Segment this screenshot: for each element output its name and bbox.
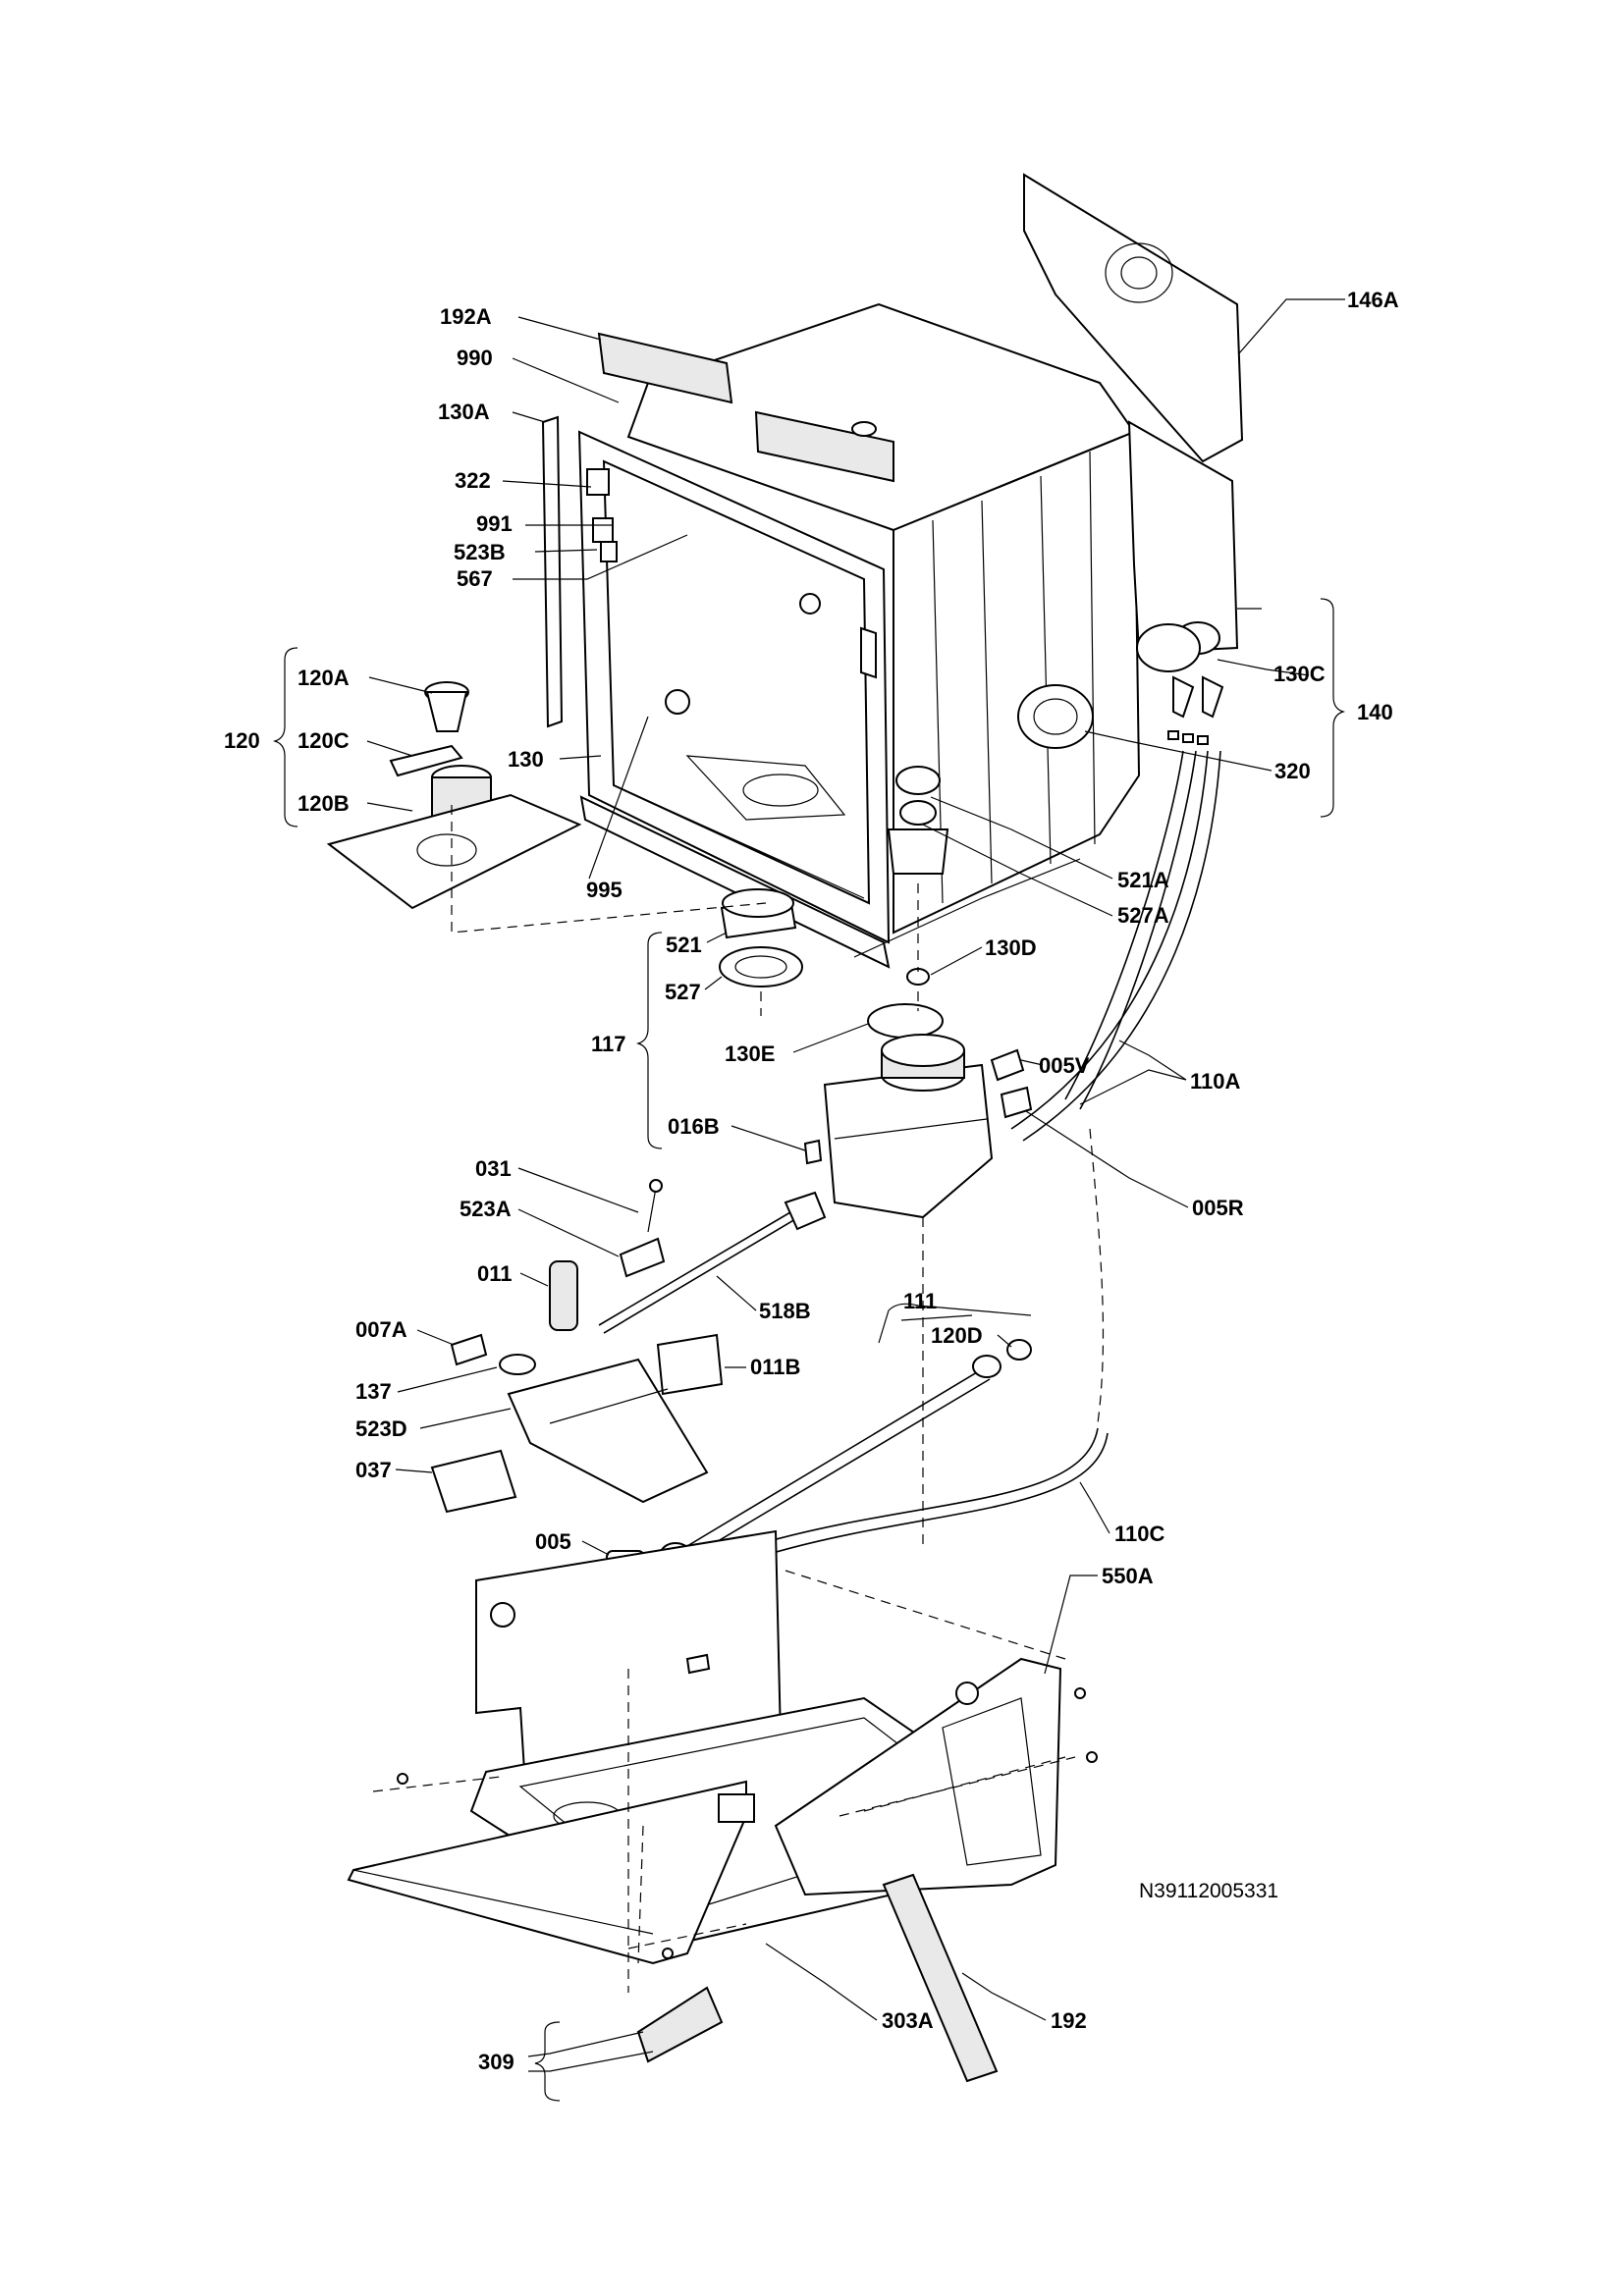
label-192: 192 xyxy=(1051,2008,1087,2033)
label-120: 120 xyxy=(224,728,260,753)
tub-assembly xyxy=(541,302,1141,969)
label-130E: 130E xyxy=(725,1041,775,1066)
label-990: 990 xyxy=(457,346,493,370)
sump-group-117 xyxy=(719,888,1033,1219)
leader-lines xyxy=(366,298,1345,2072)
label-031: 031 xyxy=(475,1156,512,1181)
side-panel-146A xyxy=(1023,173,1244,463)
part-labels: 146A 192A 990 130A 322 991 523B 567 130C… xyxy=(224,288,1399,2074)
group-braces xyxy=(272,598,1346,2102)
label-523A: 523A xyxy=(460,1197,512,1221)
label-140: 140 xyxy=(1357,700,1393,724)
label-523B: 523B xyxy=(454,540,506,564)
label-518B: 518B xyxy=(759,1299,811,1323)
assembly-guide-lines xyxy=(451,805,924,1993)
label-130A: 130A xyxy=(438,400,490,424)
label-130C: 130C xyxy=(1273,662,1326,686)
label-011B: 011B xyxy=(750,1355,800,1379)
label-016B: 016B xyxy=(668,1114,720,1139)
label-527: 527 xyxy=(665,980,701,1004)
label-111: 111 xyxy=(903,1289,937,1313)
label-130D: 130D xyxy=(985,935,1037,960)
air-break-140 xyxy=(1127,420,1239,745)
label-146A: 146A xyxy=(1347,288,1399,312)
label-120D: 120D xyxy=(931,1323,983,1348)
drawing-number: N39112005331 xyxy=(1139,1880,1278,1902)
label-303A: 303A xyxy=(882,2008,934,2033)
label-309: 309 xyxy=(478,2050,514,2074)
label-550A: 550A xyxy=(1102,1564,1154,1588)
label-322: 322 xyxy=(455,468,491,493)
label-521A: 521A xyxy=(1117,868,1169,892)
label-991: 991 xyxy=(476,511,513,536)
base-frame-303A xyxy=(347,1529,1098,2083)
label-523D: 523D xyxy=(355,1416,407,1441)
label-320: 320 xyxy=(1274,759,1311,783)
label-137: 137 xyxy=(355,1379,392,1404)
label-007A: 007A xyxy=(355,1317,407,1342)
label-037: 037 xyxy=(355,1458,392,1482)
label-567: 567 xyxy=(457,566,493,591)
label-120B: 120B xyxy=(298,791,350,816)
label-110C: 110C xyxy=(1114,1522,1164,1546)
label-130: 130 xyxy=(508,747,544,772)
label-192A: 192A xyxy=(440,304,492,329)
label-110A: 110A xyxy=(1190,1069,1240,1094)
label-117: 117 xyxy=(591,1032,626,1056)
label-527A: 527A xyxy=(1117,903,1169,928)
electrical-items xyxy=(430,1179,827,1514)
label-521: 521 xyxy=(666,933,702,957)
label-995: 995 xyxy=(586,878,623,902)
label-005: 005 xyxy=(535,1529,571,1554)
label-011: 011 xyxy=(477,1261,513,1286)
label-120A: 120A xyxy=(298,666,350,690)
label-005V: 005V xyxy=(1039,1053,1090,1078)
label-005R: 005R xyxy=(1192,1196,1244,1220)
hoses-110A xyxy=(1010,750,1221,1142)
filter-group-120 xyxy=(326,681,582,910)
label-120C: 120C xyxy=(298,728,350,753)
